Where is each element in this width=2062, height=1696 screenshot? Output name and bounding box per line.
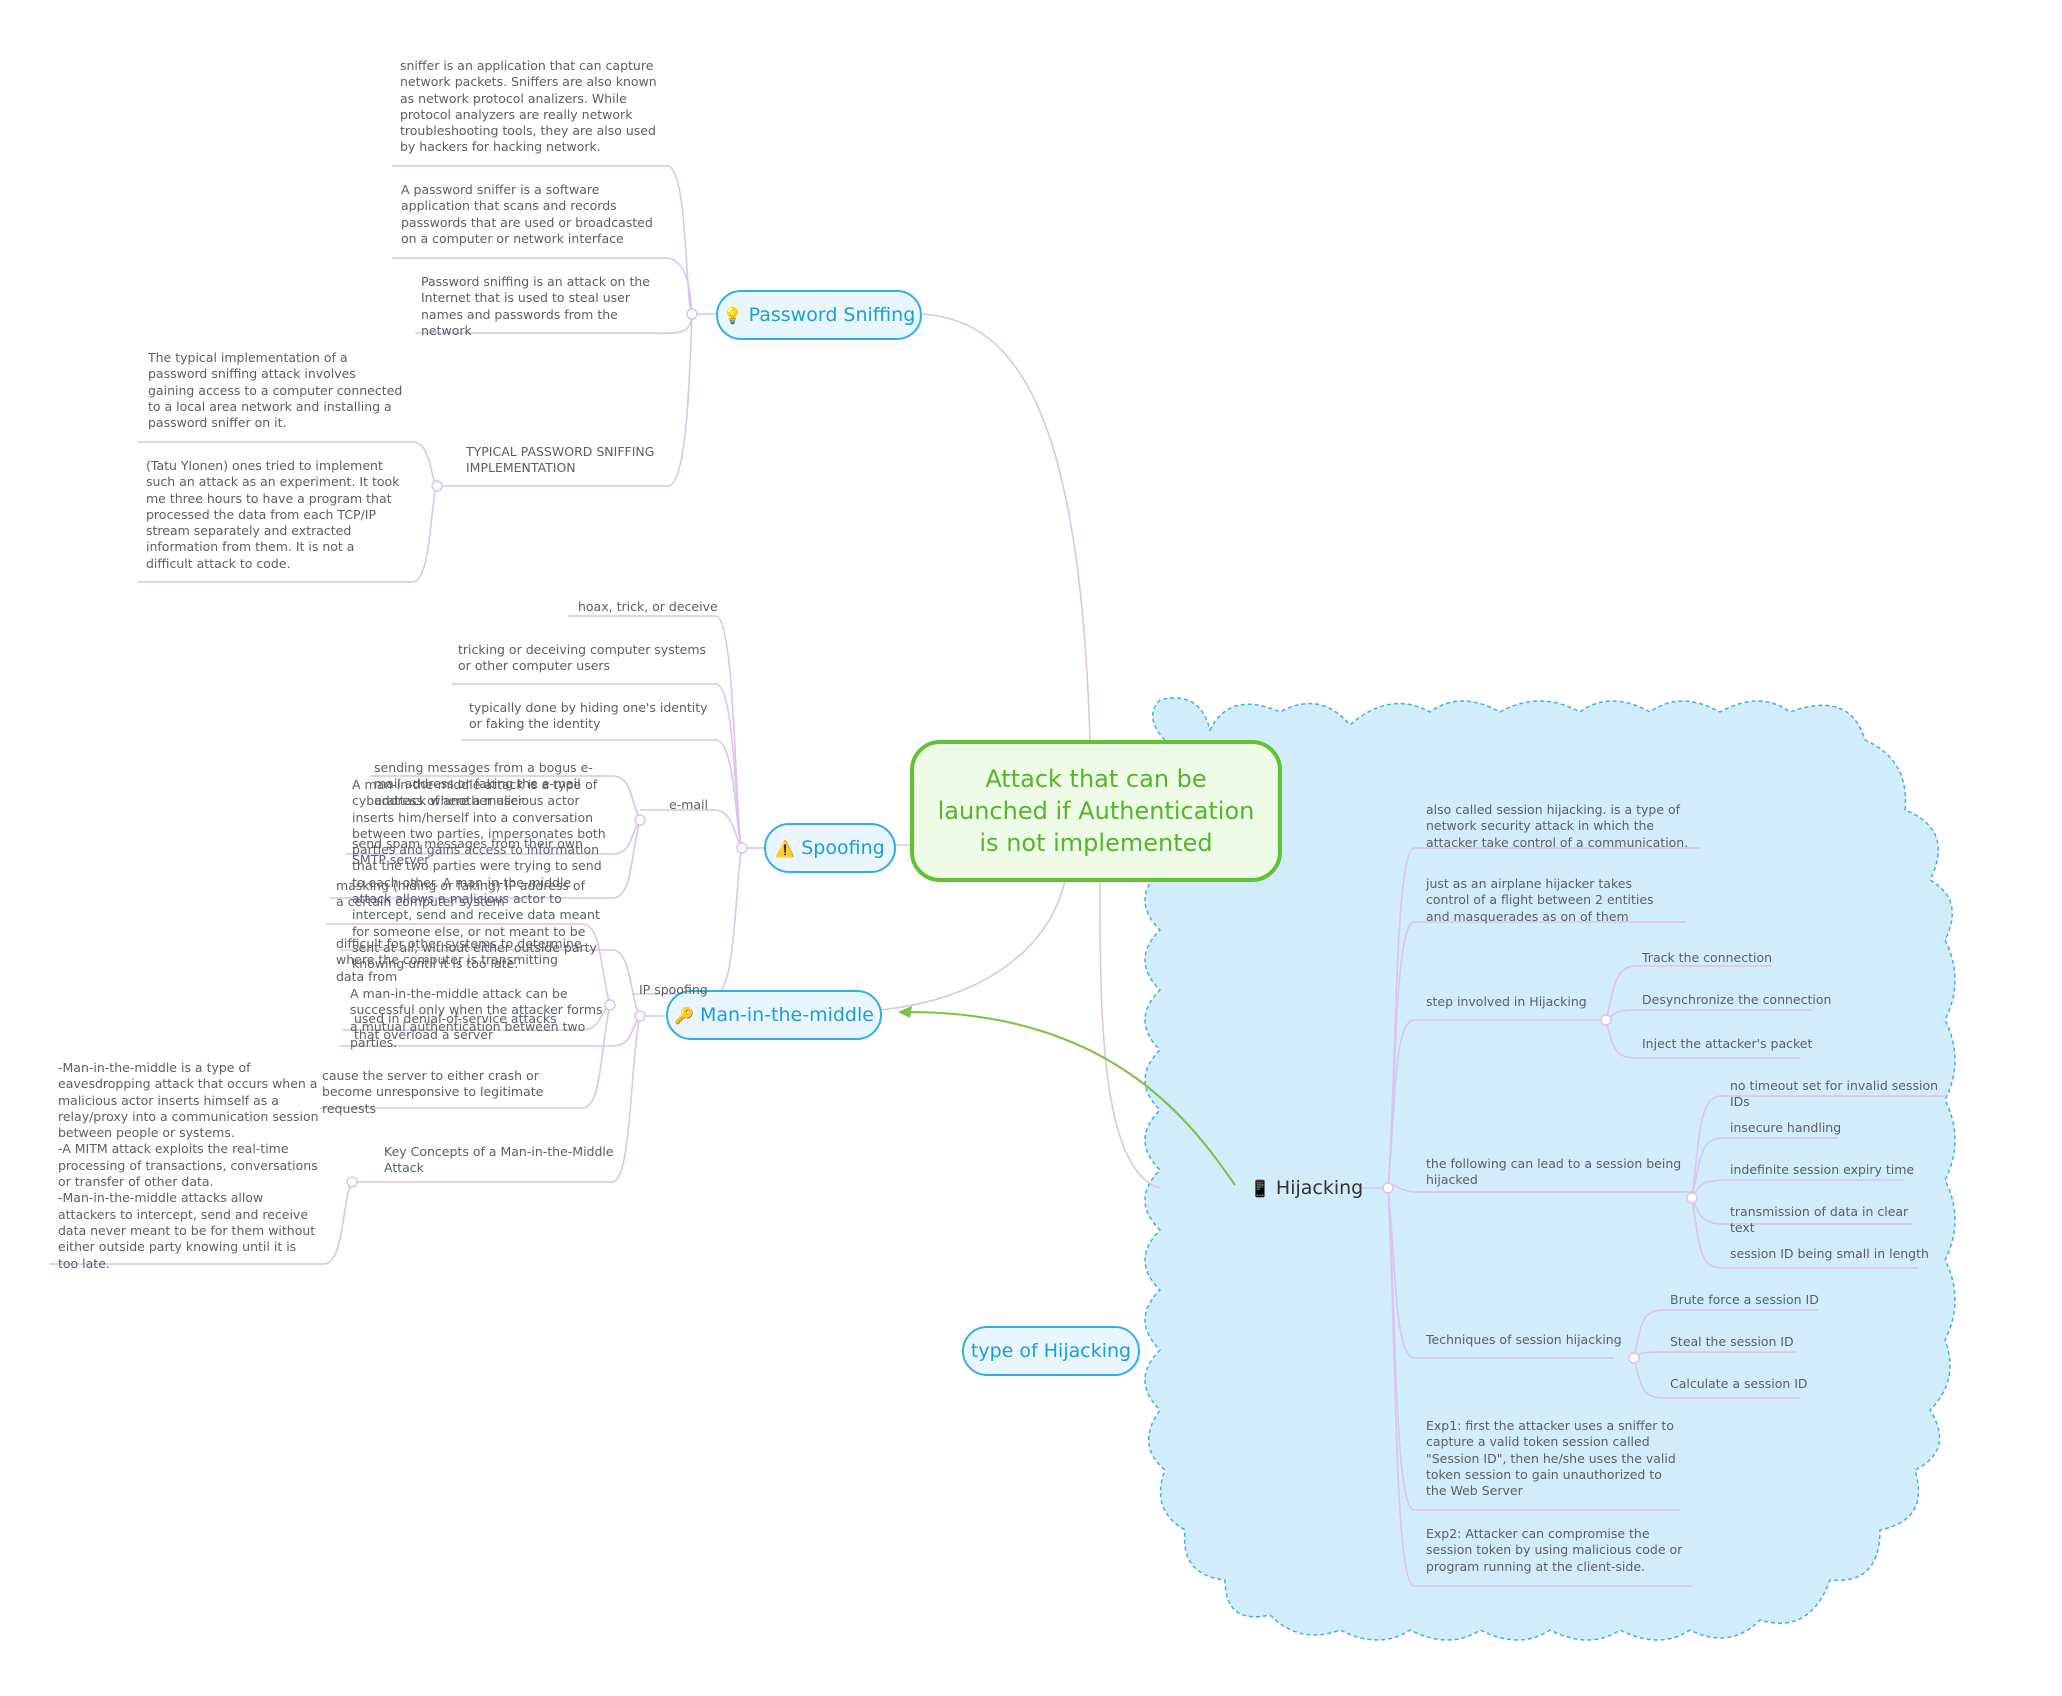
topic-hijacking[interactable]: 📱 Hijacking [1250,1172,1363,1204]
hj-tech-3: Calculate a session ID [1670,1376,1808,1391]
topic-man-in-the-middle[interactable]: 🔑 Man-in-the-middle [666,990,882,1040]
sp-email-item-3: masking (hiding or faking) IP address of… [336,878,585,910]
key-icon: 🔑 [674,1005,694,1025]
edge-root-hijacking [1099,881,1161,1189]
hj-exp1: Exp1: first the attacker uses a sniffer … [1426,1418,1676,1499]
hj-cause-4: transmission of data in clear text [1730,1204,1909,1236]
topic-label: type of Hijacking [970,1340,1132,1362]
phone-icon: 📱 [1250,1178,1270,1198]
mitm-item-definition: A man-in-the-middle attack is a type of … [352,777,606,972]
sp-ip-label: IP spoofing [639,982,708,997]
hj-cause-5: session ID being small in length [1730,1246,1929,1261]
ps-typical-label: TYPICAL PASSWORD SNIFFING IMPLEMENTATION [466,444,655,476]
sp-item-hoax: hoax, trick, or deceive [578,599,718,614]
hj-exp2: Exp2: Attacker can compromise the sessio… [1426,1526,1683,1574]
topic-label: Hijacking [1275,1177,1364,1199]
topic-label: Spoofing [801,837,885,859]
hj-steps-label: step involved in Hijacking [1426,994,1587,1009]
hj-cause-2: insecure handling [1730,1120,1842,1135]
sp-ip-item-1: difficult for other systems to determine… [336,936,582,984]
sp-item-tricking: tricking or deceiving computer systems o… [458,642,707,674]
mitm-key-label: Key Concepts of a Man-in-the-Middle Atta… [384,1144,614,1176]
ps-item-sniffer: sniffer is an application that can captu… [400,58,657,155]
edge-root-password [921,313,1091,741]
hj-step-1: Track the connection [1642,950,1773,965]
ps-typical-item-2: (Tatu Ylonen) ones tried to implement su… [146,458,400,571]
mitm-item-success: A man-in-the-middle attack can be succes… [350,986,603,1050]
hj-step-3: Inject the attacker's packet [1642,1036,1813,1051]
hj-step-2: Desynchronize the connection [1642,992,1832,1007]
sp-item-hiding: typically done by hiding one's identity … [469,700,708,732]
hj-tech-2: Steal the session ID [1670,1334,1794,1349]
lightbulb-icon: 💡 [722,305,743,325]
sp-ip-item-2: used in denial-of-service attacks that o… [354,1011,557,1043]
hj-airplane: just as an airplane hijacker takes contr… [1426,876,1654,924]
hj-cause-3: indefinite session expiry time [1730,1162,1915,1177]
hj-tech-1: Brute force a session ID [1670,1292,1819,1307]
root-topic[interactable]: Attack that can be launched if Authentic… [910,740,1282,882]
warning-icon: ⚠️ [775,838,796,858]
ps-typical-item-1: The typical implementation of a password… [148,350,403,431]
sp-email-item-1: sending messages from a bogus e-mail add… [374,760,593,808]
ps-item-password-sniffer: A password sniffer is a software applica… [401,182,653,246]
relation-arrow [907,1011,1236,1186]
topic-label: Man-in-the-middle [699,1004,874,1026]
relation-arrowhead [898,1006,912,1018]
ps-item-attack: Password sniffing is an attack on the In… [421,274,650,338]
sp-email-label: e-mail [669,797,708,812]
topic-spoofing[interactable]: ⚠️ Spoofing [764,823,896,873]
mitm-key-text: -Man-in-the-middle is a type of eavesdro… [58,1060,319,1271]
edge-root-mitm [879,879,1066,1011]
hj-also: also called session hijacking. is a type… [1426,802,1689,850]
hj-tech-label: Techniques of session hijacking [1426,1332,1622,1347]
hijacking-cloud [1144,697,1956,1641]
hj-causes-label: the following can lead to a session bein… [1426,1156,1682,1188]
topic-password-sniffing[interactable]: 💡 Password Sniffing [716,290,922,340]
topic-type-of-hijacking[interactable]: type of Hijacking [962,1326,1140,1376]
sp-ip-item-3: cause the server to either crash or beco… [322,1068,544,1116]
hj-cause-1: no timeout set for invalid session IDs [1730,1078,1939,1110]
root-label: Attack that can be launched if Authentic… [937,765,1255,857]
sp-email-item-2: send spam messages from their own SMTP s… [352,836,583,868]
topic-label: Password Sniffing [748,304,916,326]
